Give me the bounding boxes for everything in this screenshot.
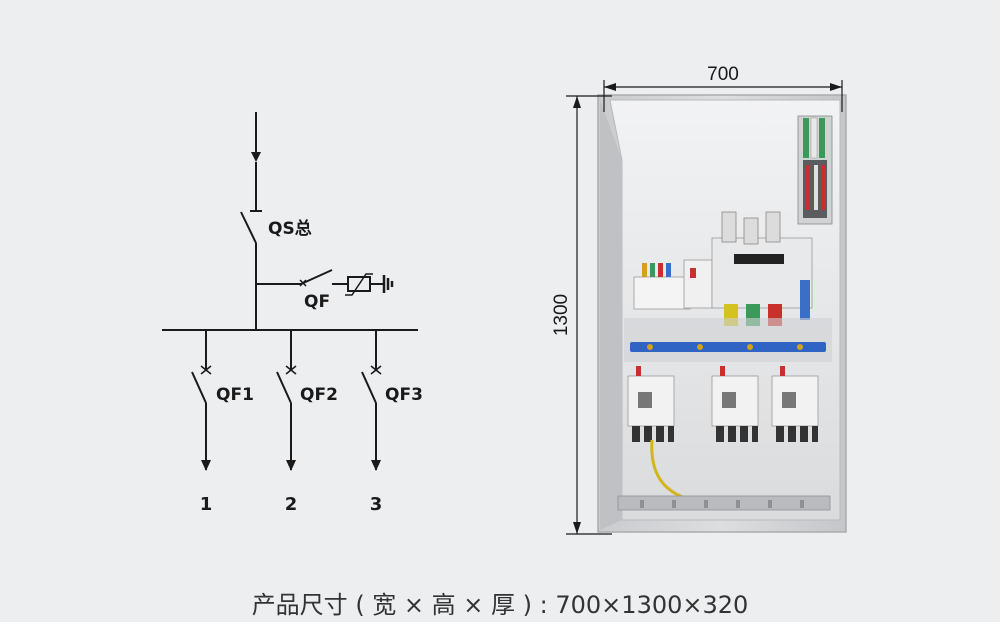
width-dimension-label: 700 [707,64,739,85]
spd-breaker [683,259,713,309]
arrowhead-icon [604,83,616,91]
surge-breaker-label: QF [304,292,330,312]
isolator-handle [734,254,784,264]
width-dimension [603,80,843,112]
cabinet-side-wall [600,100,622,530]
branch-2-breaker-label: QF2 [300,385,338,405]
branch-3-breaker-label: QF3 [385,385,423,405]
branch-2 [276,330,297,471]
single-line-schematic [162,112,418,471]
mccb-qf1 [627,366,675,442]
output-3-label: 3 [370,494,383,515]
ground-bar [617,495,831,511]
output-arrow [371,460,381,471]
upper-devices [633,211,813,326]
height-dimension [566,95,612,535]
main-switch-symbol [240,210,262,330]
arrowhead-icon [573,522,581,534]
incoming-arrow [251,152,261,162]
surge-branch-symbol [256,269,394,296]
arrowhead-icon [573,96,581,108]
height-dimension-label: 1300 [551,294,572,336]
branch-1-breaker-label: QF1 [216,385,254,405]
mccb-qf2 [711,366,759,442]
output-2-label: 2 [285,494,298,515]
mccb-qf3 [771,366,819,442]
output-arrow [286,460,296,471]
output-1-label: 1 [200,494,213,515]
neutral-busbar [624,318,832,362]
terminal-strip [797,115,833,225]
arrowhead-icon [830,83,842,91]
branch-3 [361,330,382,471]
product-dimensions-caption: 产品尺寸 ( 宽 × 高 × 厚 ) : 700×1300×320 [251,591,749,619]
cabinet-photo [597,94,847,533]
main-switch-label: QS总 [268,218,312,239]
output-arrow [201,460,211,471]
main-isolator-switch [711,237,813,309]
branch-1 [191,330,212,471]
surge-protector-module [633,276,691,310]
